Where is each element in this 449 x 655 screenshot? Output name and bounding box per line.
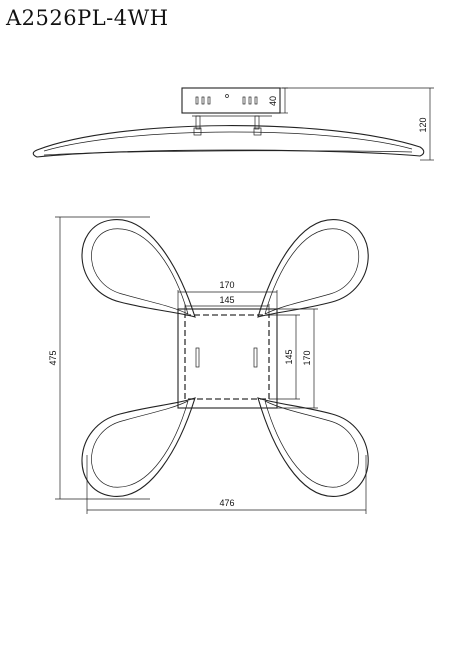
mounting-plate xyxy=(177,308,278,409)
canopy-screw xyxy=(225,94,229,98)
petal-top-right xyxy=(257,219,369,318)
support-rods xyxy=(193,115,262,136)
canopy-vents-right xyxy=(242,96,258,105)
mounting-plate-dashed xyxy=(184,314,270,400)
mount-slot-right xyxy=(253,347,258,368)
dim-base-height-inner: 145 xyxy=(284,349,294,364)
model-title: A2526PL-4WH xyxy=(6,6,169,30)
mount-slot-left xyxy=(195,347,200,368)
dim-overall-height: 475 xyxy=(48,350,58,365)
petal-bottom-left xyxy=(81,397,196,497)
petal-top-left xyxy=(81,219,196,318)
canopy-vents-left xyxy=(195,96,211,105)
luminaire-profile xyxy=(32,125,425,158)
side-view: 40 120 xyxy=(32,87,434,161)
dim-base-height-outer: 170 xyxy=(302,350,312,365)
dim-total-height: 120 xyxy=(418,117,428,132)
dim-mount-height: 40 xyxy=(268,96,278,106)
dim-overall-width: 476 xyxy=(219,498,234,508)
dim-base-width-outer: 170 xyxy=(219,280,234,290)
dim-base-width-inner: 145 xyxy=(219,295,234,305)
canopy-box xyxy=(181,87,281,114)
top-view: 170 145 145 170 475 476 xyxy=(48,216,369,514)
